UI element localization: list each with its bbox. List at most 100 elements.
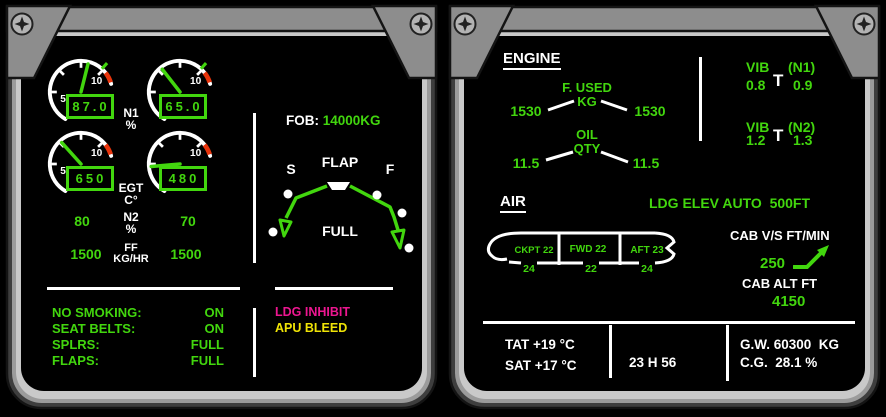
redline-arc — [202, 71, 212, 84]
fuselage-nose-top — [486, 231, 655, 262]
footer-divider — [483, 321, 855, 324]
status-label: FLAPS: — [52, 353, 99, 368]
ff-unit: KG/HR — [113, 253, 149, 265]
cab-vs-label: CAB V/S FT/MIN — [730, 228, 830, 243]
flap-track-left — [284, 184, 328, 219]
status-value: FULL — [190, 337, 224, 352]
zone-fwd-temp: FWD 22 — [570, 244, 607, 255]
flap-detent-dot — [283, 189, 293, 199]
screw-icon — [409, 12, 433, 36]
status-label: SPLRS: — [52, 337, 100, 352]
left-display-unit: 5 10 5 10 5 10 5 10 8 — [5, 4, 438, 410]
n1-right-value: 65.0 — [159, 94, 207, 119]
sat-readout: SAT +17 °C — [505, 358, 577, 373]
footer-cell-divider — [726, 325, 729, 381]
needle — [59, 140, 83, 166]
flap-indicator: FLAP S F FULL — [268, 154, 414, 253]
cab-alt-label: CAB ALT FT — [742, 276, 818, 291]
status-value: ON — [204, 305, 225, 320]
tat-readout: TAT +19 °C — [505, 337, 575, 352]
engine-section-title: ENGINE — [503, 50, 561, 70]
n2-unit: % — [125, 222, 137, 236]
footer-cell-divider — [609, 325, 612, 378]
n1-label: N1 % — [109, 107, 153, 131]
vertical-divider — [253, 308, 256, 377]
mounting-bar — [448, 5, 881, 33]
zone-ckpt-temp: CKPT 22 — [514, 245, 553, 256]
status-label: NO SMOKING: — [52, 305, 142, 320]
ff-text: FF — [124, 242, 138, 254]
status-value: ON — [204, 321, 225, 336]
fuel-used-label: F. USED — [562, 80, 612, 95]
redline-arc — [103, 143, 113, 156]
zone-aft-duct: 24 — [641, 263, 653, 275]
vib-n1-t-symbol: T — [773, 71, 784, 90]
egt-text: EGT — [118, 181, 144, 195]
air-section-title: AIR — [500, 193, 526, 213]
cg-readout: C.G. 28.1 % — [740, 355, 818, 370]
n2-text: N2 — [123, 210, 139, 224]
oil-label: OIL — [576, 127, 598, 142]
egt-unit: C° — [124, 193, 138, 207]
flap-f-mark: F — [386, 161, 395, 177]
vib-n2-t-symbol: T — [773, 126, 784, 145]
flap-position: FULL — [322, 223, 358, 239]
screw-icon — [453, 12, 477, 36]
status-row: SPLRS: FULL — [52, 337, 224, 353]
fuel-used-right: 1530 — [634, 103, 666, 119]
zone-aft-temp: AFT 23 — [630, 245, 664, 256]
limit-tick — [199, 61, 208, 70]
egt-label: EGT C° — [109, 182, 153, 206]
oil-qty-right: 11.5 — [632, 155, 660, 171]
mounting-bar — [5, 5, 438, 33]
dial-scale-high: 10 — [190, 76, 202, 87]
dial-scale-high: 10 — [190, 148, 202, 159]
status-row: FLAPS: FULL — [52, 353, 224, 369]
egt-right-value: 480 — [159, 166, 207, 191]
dial-scale-low: 5 — [60, 94, 66, 105]
cab-alt-value: 4150 — [772, 293, 806, 310]
status-value: FULL — [190, 353, 224, 368]
vib-n1-left: 0.8 — [746, 77, 766, 93]
n1-unit: % — [125, 118, 137, 132]
flap-detent-dot — [268, 227, 278, 237]
zone-ckpt-duct: 24 — [523, 263, 535, 275]
needle — [149, 162, 182, 169]
cab-vs-value: 250 — [760, 255, 786, 272]
status-list: NO SMOKING: ON SEAT BELTS: ON SPLRS: FUL… — [52, 305, 224, 369]
fob-readout: FOB: 14000KG — [286, 113, 381, 128]
left-display-bezel — [5, 4, 438, 410]
dial-scale-high: 10 — [91, 148, 103, 159]
status-label: SEAT BELTS: — [52, 321, 136, 336]
screw-icon — [10, 12, 34, 36]
right-display-bezel — [448, 4, 881, 410]
horizontal-divider — [275, 287, 393, 290]
flap-detent-dot — [372, 190, 382, 200]
fuel-used-left: 1530 — [510, 103, 542, 119]
fuel-used-connectors — [547, 99, 628, 112]
dial-scale-low: 5 — [60, 166, 66, 177]
oil-qty-left: 11.5 — [512, 155, 540, 171]
memo-apu-bleed: APU BLEED — [275, 321, 348, 335]
flap-s-mark: S — [286, 161, 295, 177]
needle — [160, 67, 182, 94]
n2-left-value: 80 — [74, 213, 90, 229]
ff-label: FF KG/HR — [109, 243, 153, 265]
gross-weight-readout: G.W. 60300 KG — [740, 337, 840, 352]
ff-right-value: 1500 — [170, 246, 202, 262]
screw-icon — [852, 12, 876, 36]
flap-arrow-right — [390, 228, 406, 250]
redline-arc — [103, 71, 113, 84]
right-display-unit: ENGINE F. USED KG 1530 1530 OIL QTY 11.5… — [443, 0, 886, 417]
vertical-divider — [253, 113, 256, 263]
n2-right-value: 70 — [180, 213, 196, 229]
cabin-temp-diagram: CKPT 22 FWD 22 AFT 23 24 22 24 — [486, 231, 676, 275]
climb-arrow-icon — [793, 245, 829, 269]
flap-track-right — [349, 184, 400, 231]
memo-ldg-inhibit: LDG INHIBIT — [275, 305, 350, 319]
clock-readout: 23 H 56 — [629, 355, 677, 370]
redline-arc — [202, 143, 212, 156]
status-row: SEAT BELTS: ON — [52, 321, 224, 337]
flap-title: FLAP — [322, 154, 359, 170]
